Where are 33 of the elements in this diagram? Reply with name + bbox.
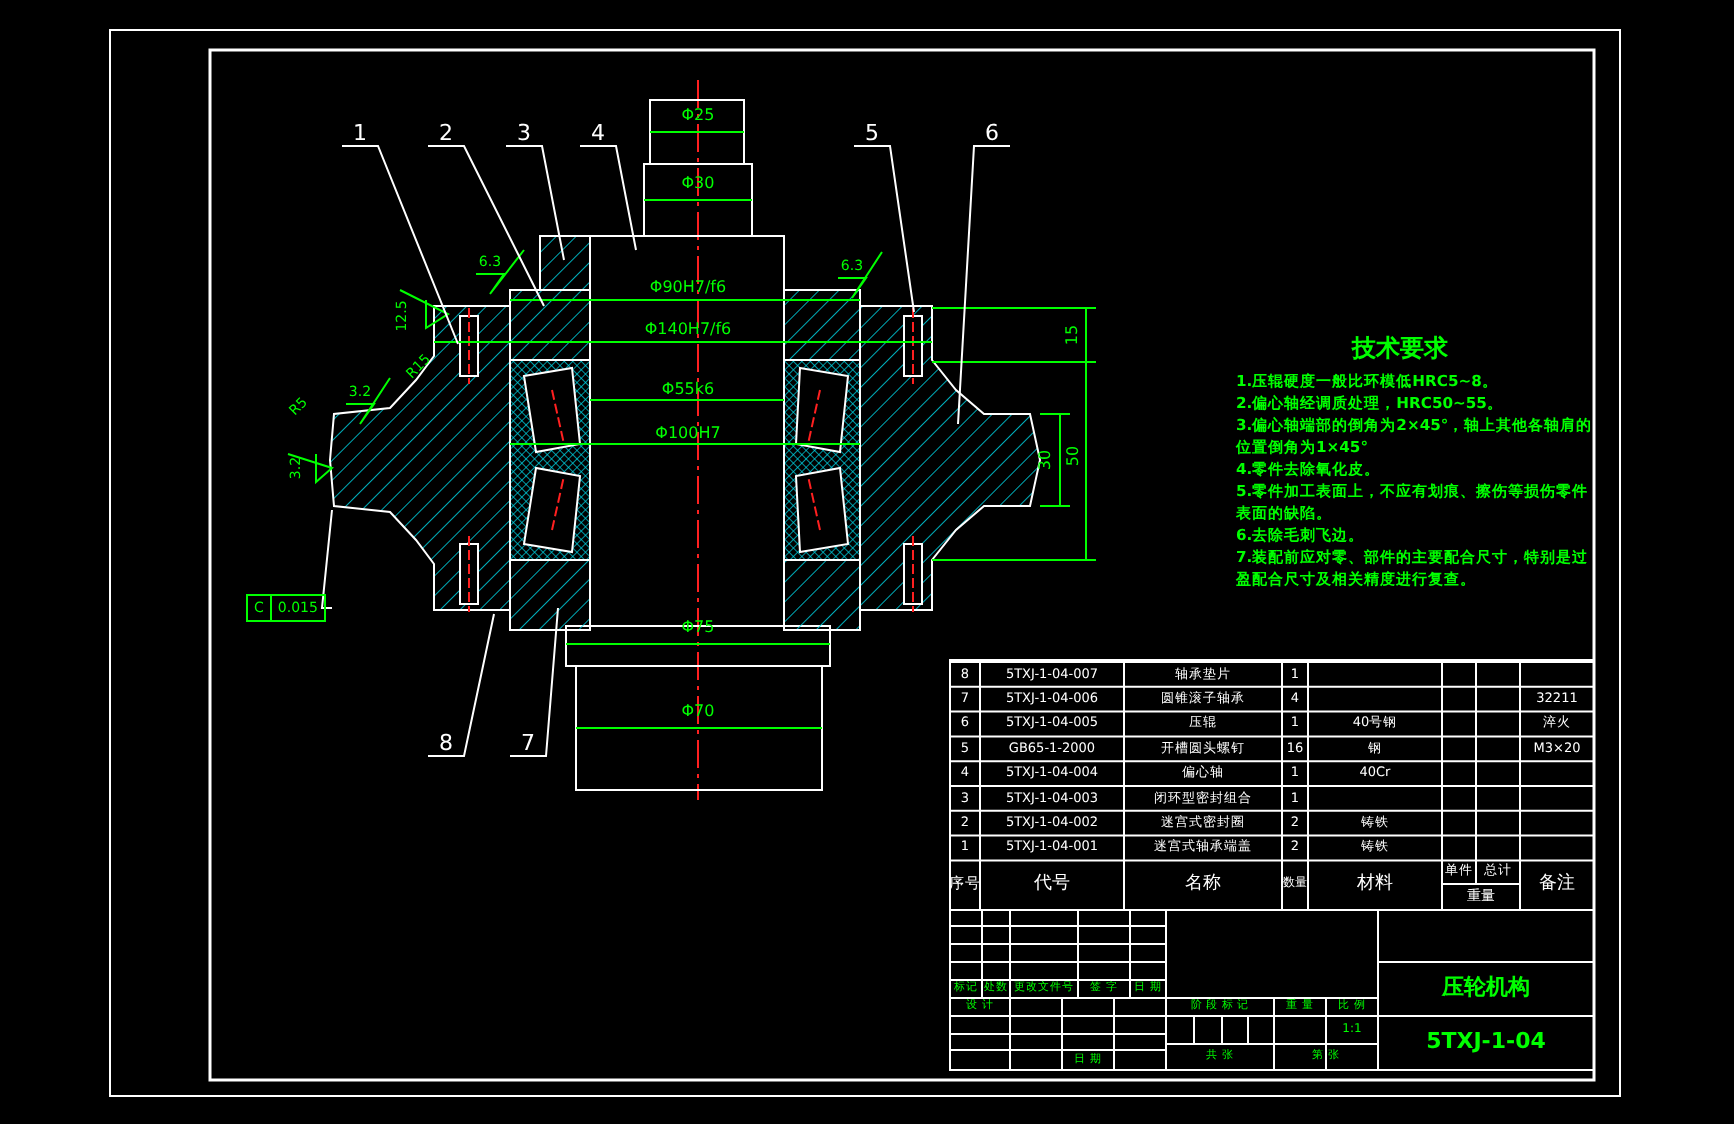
callout-number: 4	[580, 120, 616, 146]
leader-line	[579, 145, 637, 251]
requirements-heading: 技术要求	[1349, 334, 1450, 366]
callout-number: 3	[506, 120, 542, 146]
dimension-label: Φ55k6	[659, 380, 717, 400]
callout-number: 1	[342, 120, 378, 146]
table-text: 名称	[1183, 871, 1223, 898]
dimension-label: Φ140H7/f6	[642, 320, 734, 342]
table-text: 备注	[1537, 871, 1577, 898]
callout-number: 7	[510, 730, 546, 756]
drawing-number: 5TXJ-1-04	[1424, 1026, 1548, 1059]
dimension-label: Φ25	[679, 106, 717, 126]
callout-number: 6	[974, 120, 1010, 146]
leader-line	[509, 607, 559, 757]
dimension-label: Φ100H7	[653, 424, 723, 444]
leader-line	[427, 613, 495, 757]
dimension-label: 50	[1062, 443, 1084, 471]
callout-number: 8	[428, 730, 464, 756]
dimension-label: 30	[1034, 447, 1056, 475]
leader-line	[341, 145, 459, 345]
callout-number: 2	[428, 120, 464, 146]
table-text: 材料	[1355, 871, 1395, 898]
leader-line	[427, 145, 545, 307]
callout-number: 5	[854, 120, 890, 146]
leader-line	[320, 509, 333, 609]
drawing-title: 压轮机构	[1439, 972, 1532, 1005]
tolerance-frame	[246, 594, 326, 622]
leader-line	[957, 145, 1011, 425]
dimension-label: Φ90H7/f6	[647, 276, 729, 300]
dimension-label: 15	[1063, 322, 1084, 350]
table-text: 代号	[1032, 871, 1072, 898]
leader-line	[505, 145, 565, 261]
leader-line	[853, 145, 915, 313]
